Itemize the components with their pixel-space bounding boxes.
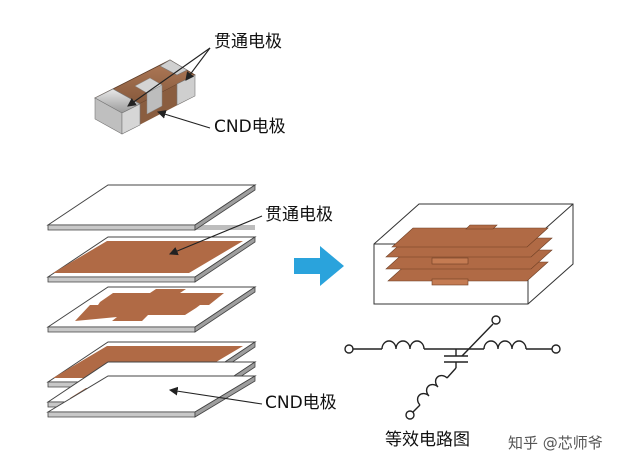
gnd-electrode-label: CND电极	[265, 393, 337, 413]
inductor-symbol-icon	[381, 340, 425, 350]
cross-electrode-sheet	[46, 286, 257, 333]
ceramic-sheet-blank	[46, 375, 257, 418]
inductor-symbol-icon	[483, 340, 527, 350]
leader-line	[168, 215, 263, 256]
leader-line	[168, 386, 263, 405]
leader-line	[127, 47, 211, 107]
gnd-electrode-label: CND电极	[214, 117, 286, 137]
capacitor-symbol-icon	[444, 355, 468, 363]
through-electrode-sheet	[46, 236, 257, 283]
through-electrode-label: 贯通电极	[265, 205, 333, 225]
leader-line	[156, 110, 211, 129]
leader-line	[185, 47, 211, 81]
through-electrode-label: 贯通电极	[214, 32, 282, 52]
equivalent-circuit-label: 等效电路图	[385, 430, 470, 450]
assembled-block	[373, 203, 574, 305]
equivalent-circuit	[344, 315, 561, 420]
right-arrow-icon	[294, 246, 344, 286]
watermark-text: 知乎 @芯师爷	[508, 434, 603, 452]
inductor-symbol-icon	[416, 374, 448, 406]
ceramic-sheet-blank	[46, 184, 257, 231]
chip-component-icon	[94, 59, 196, 135]
